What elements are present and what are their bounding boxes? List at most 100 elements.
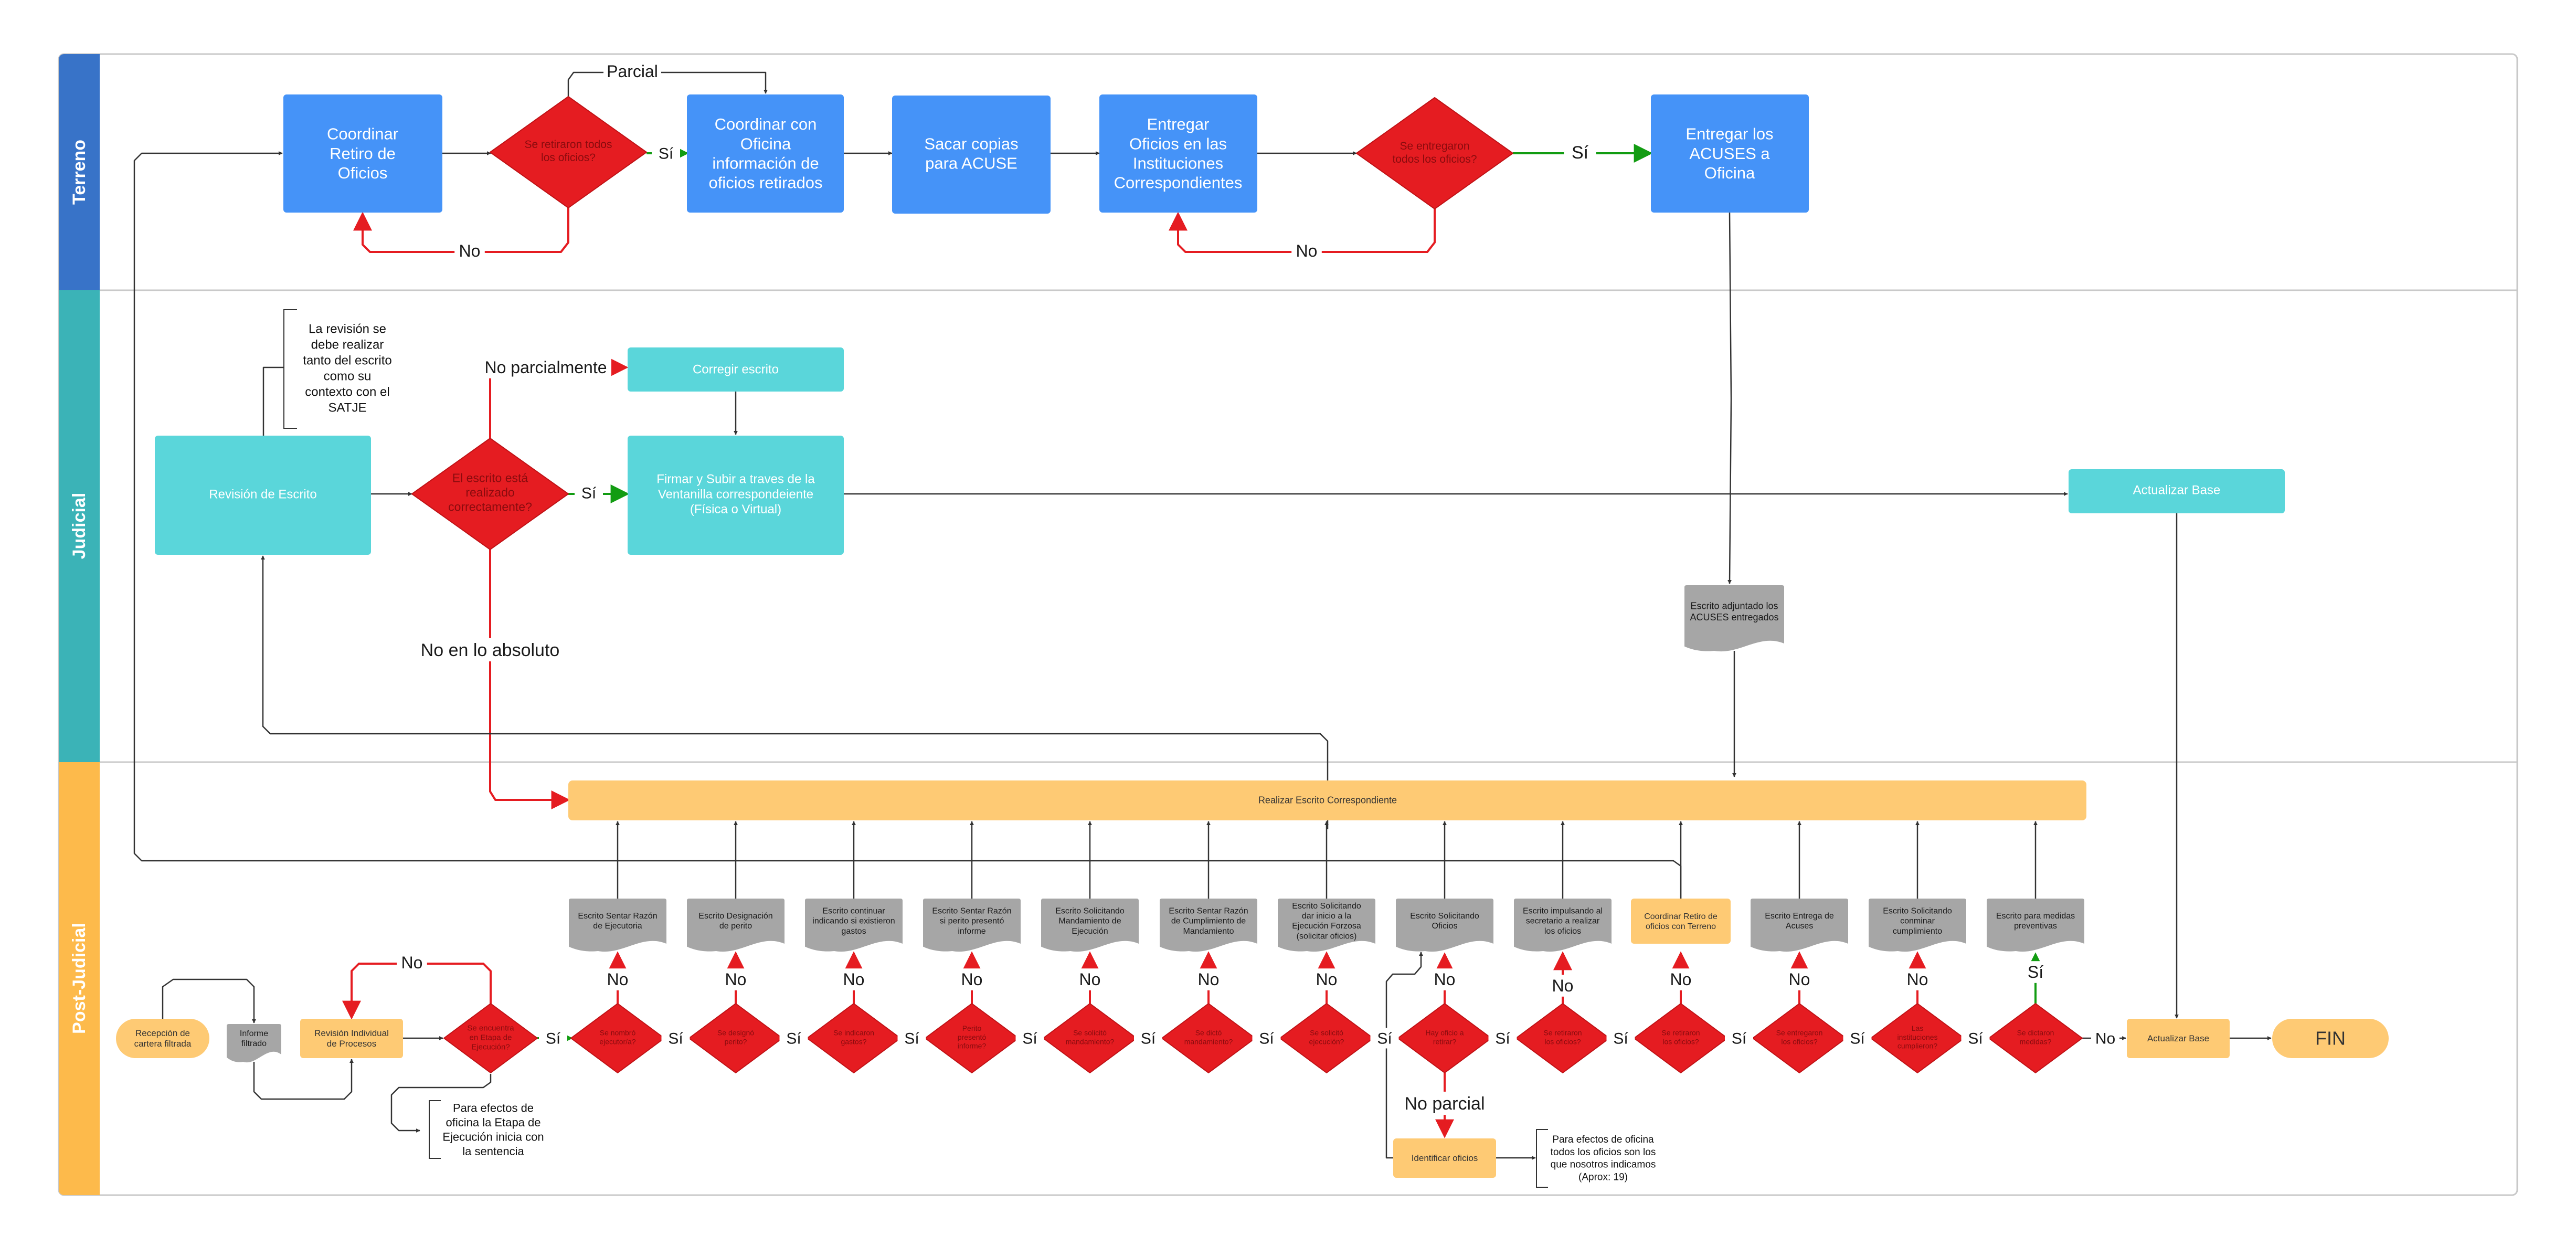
process-sacar-copias[interactable] [892, 96, 1051, 214]
label-no: No [1296, 241, 1318, 260]
label-bg [839, 968, 869, 990]
document-escrito-acuses[interactable] [1684, 585, 1784, 652]
decision-chain-13[interactable] [1988, 1003, 2083, 1073]
decision-chain-3[interactable] [807, 1003, 901, 1073]
label-no: No [459, 241, 481, 260]
label-bg [1311, 968, 1342, 990]
decision-chain-4[interactable] [925, 1003, 1019, 1073]
label-si: Sí [581, 485, 597, 502]
label-si: Sí [1968, 1030, 1983, 1048]
decision-chain-2[interactable] [688, 1003, 783, 1073]
label-bg [1725, 1028, 1753, 1049]
connector [133, 151, 1682, 899]
decision-chain-8[interactable] [1397, 1003, 1492, 1073]
document-chain-13[interactable] [1987, 899, 2084, 952]
process-label: Actualizar Base [2133, 483, 2221, 497]
process-realizar-escrito[interactable] [568, 780, 2086, 820]
process-actualizar-base-post[interactable] [2127, 1019, 2230, 1058]
document-informe-filtrado[interactable] [227, 1024, 281, 1063]
decision-chain-7[interactable] [1279, 1003, 1374, 1073]
document-chain-8[interactable] [1396, 899, 1493, 952]
decision-chain-1[interactable] [570, 1003, 665, 1073]
process-identificar-oficios[interactable] [1393, 1138, 1496, 1178]
lane-title-judicial: Judicial [69, 493, 89, 560]
document-chain-12[interactable] [1869, 899, 1966, 952]
decision-chain-6[interactable] [1161, 1003, 1256, 1073]
process-revision-individual[interactable] [300, 1019, 403, 1058]
document-chain-6[interactable] [1160, 899, 1257, 952]
process-coordinar-retiro-terreno[interactable] [1631, 899, 1731, 944]
label-no: No [1670, 970, 1692, 989]
decision-chain-11[interactable] [1752, 1003, 1847, 1073]
label-no-parcialmente: No parcialmente [485, 358, 607, 377]
lane-header-judicial [59, 290, 100, 762]
label-no: No [843, 970, 865, 989]
label-bg [1015, 1028, 1044, 1049]
document-chain-4[interactable] [923, 899, 1021, 952]
process-coordinar-oficina[interactable] [687, 94, 844, 213]
label-no: No [1907, 970, 1928, 989]
label-si: Sí [668, 1030, 683, 1048]
decision-chain-5[interactable] [1043, 1003, 1137, 1073]
label-no: No [1079, 970, 1101, 989]
label-bg [603, 60, 661, 82]
process-entregar-oficios[interactable] [1099, 94, 1257, 213]
label-bg [1902, 968, 1933, 990]
process-firmar-subir[interactable] [628, 436, 844, 555]
terminator-fin[interactable] [2272, 1019, 2389, 1058]
decision-escrito-correcto[interactable] [411, 438, 569, 550]
label-si: Sí [786, 1030, 801, 1048]
document-chain-11[interactable] [1751, 899, 1848, 952]
decision-etapa-ejecucion[interactable] [443, 1003, 538, 1073]
connector [162, 978, 256, 1023]
terminator-label: FIN [2315, 1028, 2346, 1049]
decision-chain-12[interactable] [1870, 1003, 1965, 1073]
document-chain-3[interactable] [805, 899, 903, 952]
decision-retiraron-oficios[interactable] [490, 96, 647, 208]
document-chain-5[interactable] [1041, 899, 1139, 952]
decision-chain-9[interactable] [1515, 1003, 1610, 1073]
document-chain-2[interactable] [687, 899, 785, 952]
label-si: Sí [1572, 143, 1589, 163]
decision-chain-10[interactable] [1634, 1003, 1728, 1073]
decision-entregaron-oficios[interactable] [1356, 97, 1513, 209]
process-label: Actualizar Base [2147, 1033, 2209, 1043]
label-bg [1193, 968, 1224, 990]
process-coordinar-retiro[interactable] [283, 94, 442, 213]
annotation-bracket [1536, 1129, 1548, 1188]
lane-header-postjudicial [59, 762, 100, 1195]
label-bg [779, 1028, 808, 1049]
document-chain-7[interactable] [1278, 899, 1375, 952]
connector [1385, 952, 1423, 1038]
label-si: Sí [1732, 1030, 1747, 1048]
process-actualizar-base[interactable] [2069, 469, 2285, 513]
document-chain-9[interactable] [1514, 899, 1612, 952]
label-bg [652, 143, 680, 164]
lane-title-postjudicial: Post-Judicial [69, 923, 89, 1034]
label-bg [1784, 968, 1815, 990]
document-chain-1[interactable] [569, 899, 666, 952]
process-corregir-escrito[interactable] [628, 347, 844, 392]
label-bg [1666, 968, 1696, 990]
terminator-recepcion[interactable] [116, 1019, 209, 1058]
label-no: No [961, 970, 983, 989]
label-bg [1370, 1028, 1399, 1049]
process-entregar-acuses[interactable] [1651, 94, 1809, 213]
process-revision-escrito[interactable] [155, 436, 371, 555]
